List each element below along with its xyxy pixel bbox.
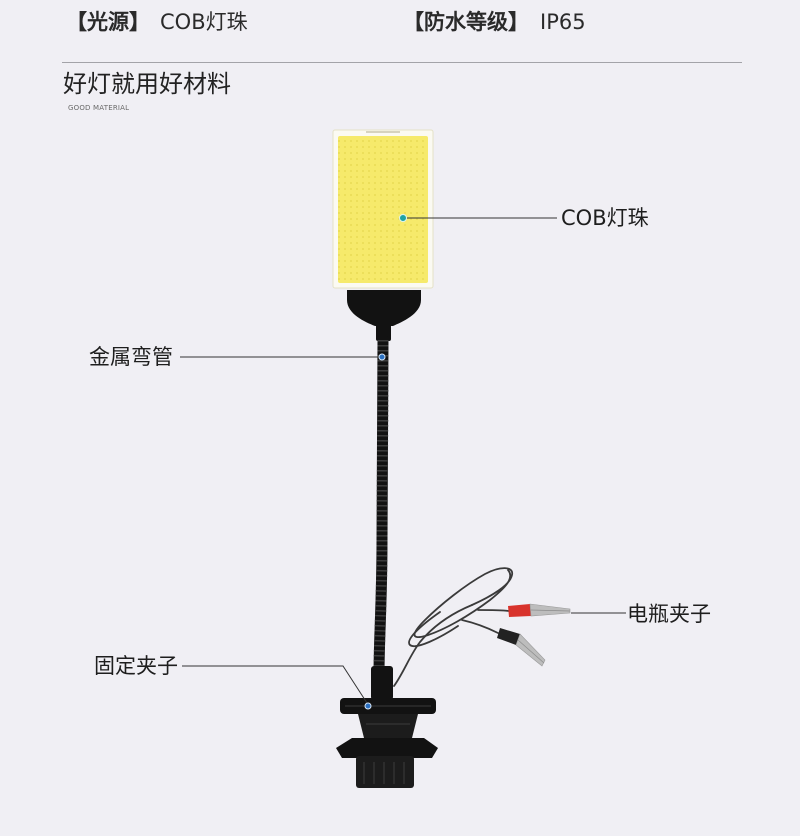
light-source-value: COB灯珠 <box>160 10 248 34</box>
cable-red-branch <box>477 609 510 612</box>
panel-print-mark <box>366 131 400 133</box>
mounting-clamp <box>336 666 438 788</box>
black-clip-handle <box>497 628 520 645</box>
header-divider <box>62 62 742 63</box>
section-title: 好灯就用好材料 <box>63 70 231 98</box>
cob-marker-dot <box>399 214 407 222</box>
clamp-post <box>371 666 393 700</box>
section-subtitle: GOOD MATERIAL <box>68 104 130 112</box>
mount-clip-leader-line <box>182 665 368 704</box>
gooseneck-tube <box>373 334 389 680</box>
clamp-jaw-ridges <box>363 762 405 784</box>
red-clip-jaw-split <box>530 609 571 612</box>
panel-led-grid <box>338 136 428 283</box>
waterproof-label: 【防水等级】 <box>403 10 529 34</box>
clamp-lower-jaw <box>356 756 414 788</box>
red-battery-clip <box>508 603 571 617</box>
cob-led-panel <box>332 129 434 289</box>
black-clip-jaw-split <box>517 639 545 664</box>
lamp-housing <box>347 290 421 341</box>
black-clip-jaws <box>515 633 546 667</box>
gooseneck-ribs <box>373 339 389 675</box>
gooseneck-marker-dot <box>378 353 386 361</box>
power-cable <box>393 567 513 687</box>
black-battery-clip <box>497 628 546 667</box>
red-clip-jaws <box>529 603 571 617</box>
cable-lead <box>393 604 473 687</box>
clamp-edge-highlights <box>345 705 431 725</box>
gooseneck-body <box>373 334 389 680</box>
cable-black-branch <box>461 619 499 634</box>
cable-loop <box>408 611 459 648</box>
callout-cob-led: COB灯珠 <box>561 206 649 230</box>
clamp-spring-body <box>358 714 418 738</box>
light-source-label: 【光源】 <box>66 10 150 34</box>
housing-shell <box>347 290 421 326</box>
callout-battery-clips: 电瓶夹子 <box>627 602 711 626</box>
clamp-wings <box>336 738 438 758</box>
callout-gooseneck: 金属弯管 <box>89 345 173 369</box>
mount-clip-marker-dot <box>364 702 372 710</box>
red-clip-handle <box>508 604 531 617</box>
callout-mount-clip: 固定夹子 <box>94 654 178 678</box>
cable-coil <box>413 567 513 638</box>
waterproof-value: IP65 <box>540 10 586 34</box>
